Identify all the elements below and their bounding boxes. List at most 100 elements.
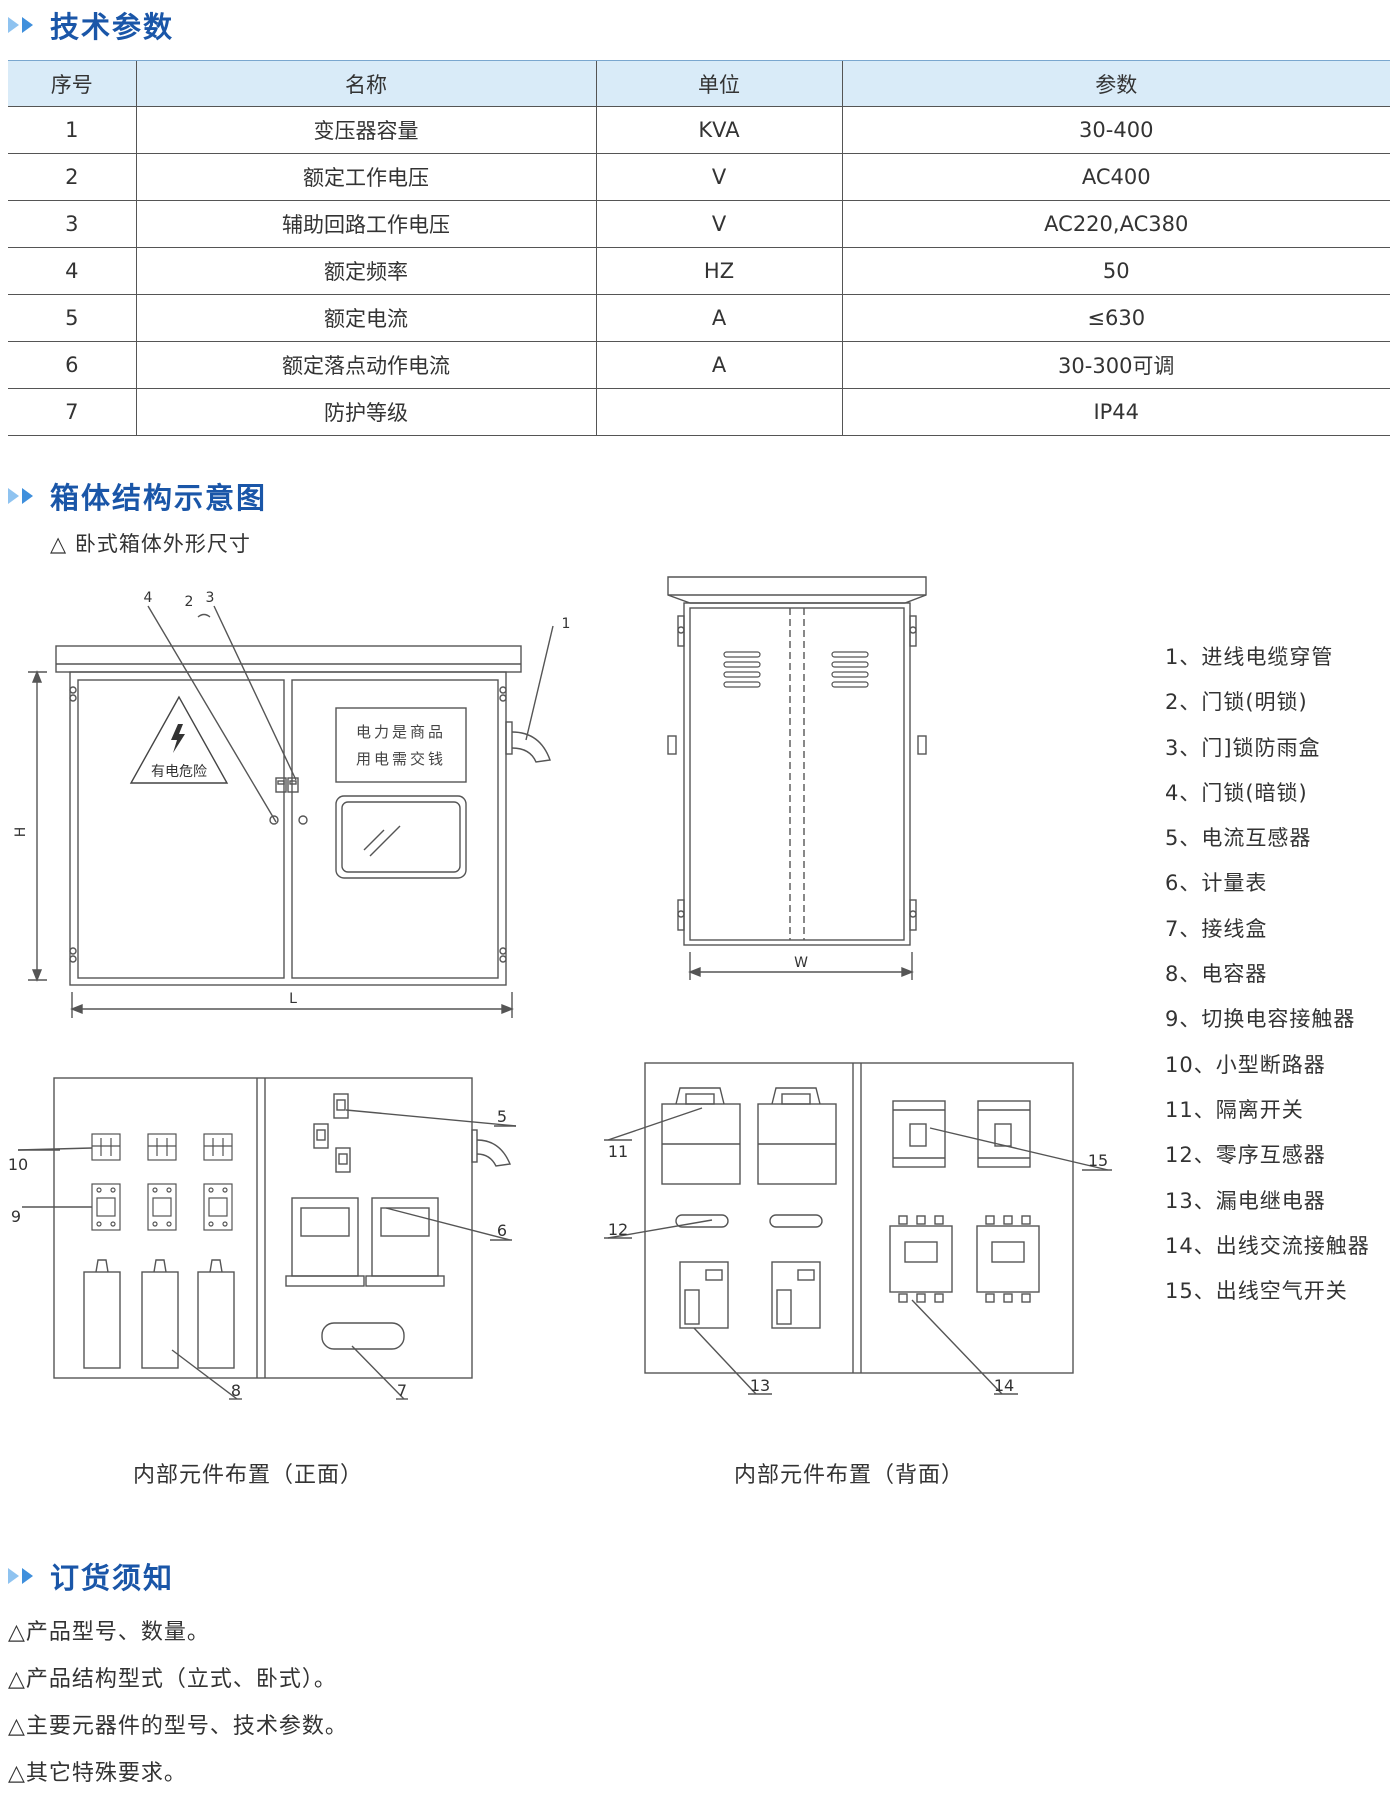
- table-row: 1 变压器容量 KVA 30-400: [8, 106, 1390, 154]
- component-legend: 1、进线电缆穿管 2、门锁(明锁) 3、门]锁防雨盒 4、门锁(暗锁) 5、电流…: [1165, 641, 1370, 1320]
- cell-name: 额定电流: [135, 294, 596, 342]
- cell-unit: HZ: [595, 247, 842, 295]
- svg-text:12: 12: [608, 1220, 628, 1239]
- double-arrow-icon: [8, 488, 36, 504]
- section-title-structure-text: 箱体结构示意图: [50, 481, 268, 515]
- legend-item: 11、隔离开关: [1165, 1097, 1304, 1122]
- header-unit: 单位: [595, 60, 842, 107]
- legend-item: 3、门]锁防雨盒: [1165, 735, 1321, 760]
- svg-text:14: 14: [994, 1376, 1014, 1395]
- order-notes: △产品型号、数量。 △产品结构型式（立式、卧式）。 △主要元器件的型号、技术参数…: [8, 1614, 348, 1802]
- svg-text:8: 8: [231, 1381, 241, 1400]
- cell-index: 5: [8, 294, 136, 342]
- table-row: 4 额定频率 HZ 50: [8, 247, 1390, 295]
- cell-unit: V: [595, 200, 842, 248]
- cell-unit: KVA: [595, 106, 842, 154]
- warning-text: 有电危险: [151, 764, 207, 780]
- cell-unit: A: [595, 341, 842, 389]
- section-title-tech-text: 技术参数: [50, 10, 175, 44]
- cell-value: ≤630: [841, 294, 1390, 342]
- front-view: 有电危险 电力是商品 用电需交钱 4 2 3 1 H L: [13, 590, 570, 1018]
- legend-item: 12、零序互感器: [1165, 1143, 1326, 1168]
- legend-item: 5、电流互感器: [1165, 826, 1312, 851]
- table-header-row: 序号 名称 单位 参数: [8, 60, 1390, 107]
- header-index: 序号: [8, 60, 136, 107]
- cell-index: 3: [8, 200, 136, 248]
- cell-name: 变压器容量: [135, 106, 596, 154]
- internal-back-layout: 11 12 13 14 15: [604, 1062, 1112, 1395]
- table-row: 7 防护等级 IP44: [8, 388, 1390, 436]
- cell-value: AC400: [841, 153, 1390, 201]
- svg-text:9: 9: [11, 1207, 21, 1226]
- table-row: 5 额定电流 A ≤630: [8, 294, 1390, 342]
- double-arrow-icon: [8, 17, 36, 33]
- cell-index: 1: [8, 106, 136, 154]
- double-arrow-icon: [8, 1568, 36, 1584]
- structure-note: △ 卧式箱体外形尺寸: [50, 532, 251, 556]
- dim-w: W: [794, 955, 808, 971]
- cell-name: 防护等级: [135, 388, 596, 436]
- cell-unit: A: [595, 294, 842, 342]
- lightning-icon: [171, 724, 185, 753]
- legend-item: 6、计量表: [1165, 871, 1268, 896]
- section-title-structure: 箱体结构示意图: [8, 475, 267, 517]
- cell-value: AC220,AC380: [841, 200, 1390, 248]
- parameter-table: 序号 名称 单位 参数 1 变压器容量 KVA 30-400 2 额定工作电压 …: [8, 60, 1390, 436]
- sign-line-2: 用电需交钱: [356, 750, 446, 768]
- svg-text:13: 13: [750, 1376, 770, 1395]
- order-item: △主要元器件的型号、技术参数。: [8, 1714, 348, 1739]
- svg-text:15: 15: [1088, 1151, 1108, 1170]
- legend-item: 14、出线交流接触器: [1165, 1233, 1370, 1258]
- legend-item: 13、漏电继电器: [1165, 1188, 1326, 1213]
- cell-name: 额定工作电压: [135, 153, 596, 201]
- caption-back: 内部元件布置（背面）: [734, 1463, 965, 1488]
- cell-name: 辅助回路工作电压: [135, 200, 596, 248]
- internal-front-layout: 10 9 8 7 5 6: [8, 1077, 517, 1400]
- order-item: △产品型号、数量。: [8, 1620, 210, 1645]
- cell-index: 2: [8, 153, 136, 201]
- cell-value: IP44: [841, 388, 1390, 436]
- legend-item: 2、门锁(明锁): [1165, 690, 1308, 715]
- cabinet-diagram: 有电危险 电力是商品 用电需交钱 4 2 3 1 H L: [8, 576, 1112, 1400]
- svg-text:4: 4: [144, 590, 153, 606]
- cell-unit: [595, 388, 842, 436]
- order-item: △其它特殊要求。: [8, 1761, 187, 1786]
- svg-text:10: 10: [8, 1155, 28, 1174]
- cell-index: 6: [8, 341, 136, 389]
- svg-text:3: 3: [206, 590, 215, 606]
- cell-name: 额定落点动作电流: [135, 341, 596, 389]
- svg-text:5: 5: [497, 1107, 507, 1126]
- table-row: 3 辅助回路工作电压 V AC220,AC380: [8, 200, 1390, 248]
- order-item: △产品结构型式（立式、卧式）。: [8, 1667, 337, 1692]
- legend-item: 7、接线盒: [1165, 916, 1268, 941]
- section-title-order-text: 订货须知: [50, 1561, 175, 1595]
- dim-l: L: [289, 991, 297, 1007]
- cell-value: 30-400: [841, 106, 1390, 154]
- cell-index: 7: [8, 388, 136, 436]
- table-row: 2 额定工作电压 V AC400: [8, 153, 1390, 201]
- svg-text:2: 2: [185, 594, 194, 610]
- svg-text:6: 6: [497, 1221, 507, 1240]
- svg-text:7: 7: [397, 1381, 407, 1400]
- cell-value: 30-300可调: [841, 341, 1390, 389]
- caption-front: 内部元件布置（正面）: [133, 1463, 364, 1488]
- section-title-order: 订货须知: [8, 1555, 174, 1597]
- legend-item: 1、进线电缆穿管: [1165, 645, 1334, 669]
- legend-item: 15、出线空气开关: [1165, 1279, 1348, 1304]
- cell-unit: V: [595, 153, 842, 201]
- cell-name: 额定频率: [135, 247, 596, 295]
- legend-item: 8、电容器: [1165, 962, 1268, 987]
- table-row: 6 额定落点动作电流 A 30-300可调: [8, 341, 1390, 389]
- side-view: W: [667, 576, 927, 980]
- cell-index: 4: [8, 247, 136, 295]
- section-title-tech: 技术参数: [8, 4, 174, 46]
- svg-text:1: 1: [562, 616, 571, 632]
- dim-h: H: [13, 827, 29, 838]
- legend-item: 4、门锁(暗锁): [1165, 780, 1308, 805]
- sign-line-1: 电力是商品: [356, 723, 446, 741]
- header-value: 参数: [841, 60, 1390, 107]
- legend-item: 9、切换电容接触器: [1165, 1007, 1356, 1032]
- svg-text:11: 11: [608, 1142, 628, 1161]
- legend-item: 10、小型断路器: [1165, 1052, 1326, 1077]
- header-name: 名称: [135, 60, 596, 107]
